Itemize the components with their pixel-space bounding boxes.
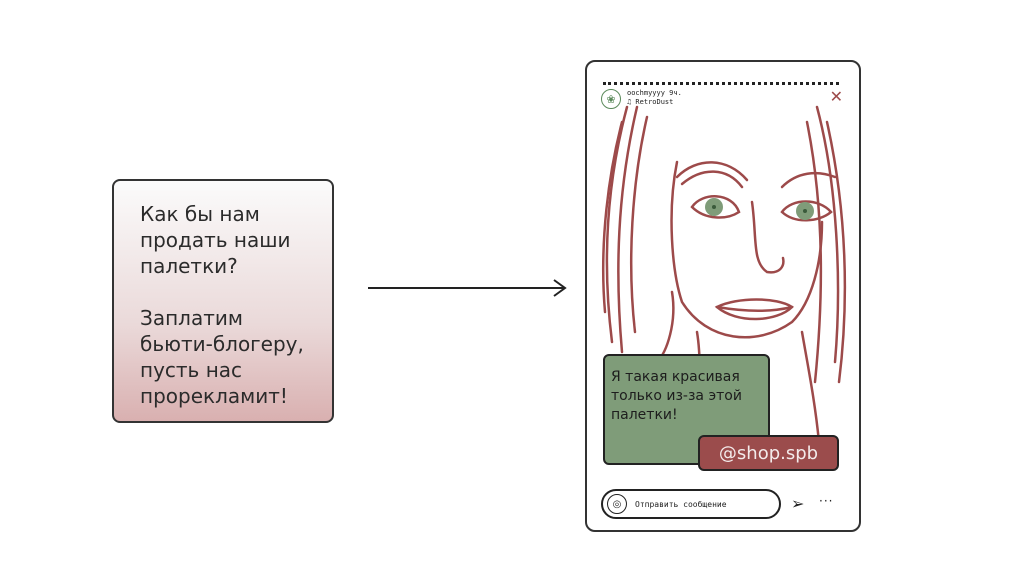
story-progress-bar	[603, 82, 839, 85]
music-label[interactable]: ♫ RetroDust	[627, 98, 674, 106]
prompt-card: Как бы нам продать наши палетки? Заплати…	[112, 179, 334, 423]
reply-placeholder: Отправить сообщение	[635, 499, 727, 509]
story-header: ❀ oochmyyyy 9ч. ♫ RetroDust	[601, 89, 682, 109]
camera-icon[interactable]: ◎	[607, 494, 627, 514]
close-icon[interactable]: ✕	[829, 87, 843, 106]
more-icon[interactable]: ···	[819, 494, 834, 508]
username[interactable]: oochmyyyy	[627, 89, 665, 97]
send-icon[interactable]: ➢	[791, 494, 805, 513]
mention-text[interactable]: @shop.spb	[718, 442, 819, 464]
mention-sticker[interactable]: @shop.spb	[698, 435, 839, 471]
caption-text: Я такая красивая только из-за этой палет…	[611, 369, 742, 423]
avatar-icon[interactable]: ❀	[601, 89, 621, 109]
story-mockup: ❀ oochmyyyy 9ч. ♫ RetroDust ✕ Я такая кр…	[585, 60, 861, 532]
question-text: Как бы нам продать наши палетки?	[140, 202, 291, 278]
post-time: 9ч.	[669, 89, 682, 97]
answer-text: Заплатим бьюти-блогеру, пусть нас прорек…	[140, 306, 304, 408]
arrow-icon	[368, 279, 567, 297]
reply-input[interactable]: ◎ Отправить сообщение	[601, 489, 781, 519]
